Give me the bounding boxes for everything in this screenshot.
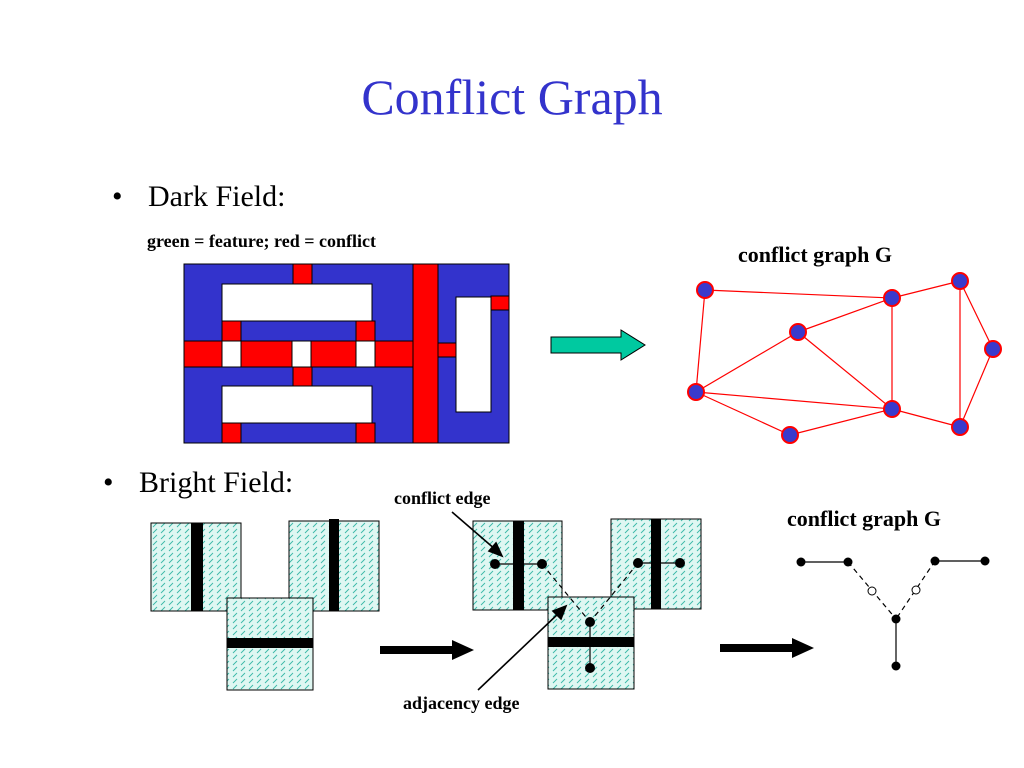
conflict-region bbox=[292, 366, 313, 387]
graph-node bbox=[687, 383, 705, 401]
bullet-bright-field: • Bright Field: bbox=[103, 466, 293, 500]
dark-field-caption: green = feature; red = conflict bbox=[147, 231, 376, 251]
conflict-marker bbox=[911, 585, 921, 595]
bullet-symbol: • bbox=[103, 466, 114, 499]
graph-edge bbox=[797, 297, 893, 333]
bullet-symbol: • bbox=[112, 180, 123, 213]
bright-field-layout-middle bbox=[472, 518, 702, 690]
graph-edge bbox=[695, 331, 799, 393]
arrowhead-icon bbox=[551, 604, 568, 621]
shifter-line bbox=[548, 637, 634, 647]
graph-node bbox=[796, 557, 806, 567]
graph-edge bbox=[704, 289, 893, 299]
dark-field-conflict-graph bbox=[687, 272, 1002, 444]
bright-field-heading: Bright Field: bbox=[139, 466, 294, 499]
graph-node bbox=[675, 558, 685, 568]
conflict-region bbox=[240, 340, 293, 368]
conflict-region bbox=[183, 340, 223, 368]
arrowhead-icon bbox=[487, 541, 504, 558]
conflict-region bbox=[221, 320, 242, 342]
graph-node bbox=[633, 558, 643, 568]
shifter-line bbox=[329, 519, 339, 611]
green-arrow-icon bbox=[550, 329, 646, 361]
dark-field-layout bbox=[183, 263, 510, 444]
layout-gap bbox=[291, 340, 312, 368]
bullet-dark-field: • Dark Field: bbox=[112, 180, 285, 214]
graph-node bbox=[789, 323, 807, 341]
graph-node bbox=[585, 663, 595, 673]
layout-hole bbox=[221, 385, 373, 424]
graph-node bbox=[951, 418, 969, 436]
layout-hole bbox=[221, 283, 373, 322]
conflict-edge bbox=[589, 562, 639, 623]
graph-node bbox=[980, 556, 990, 566]
dark-field-heading: Dark Field: bbox=[148, 180, 286, 213]
conflict-region bbox=[292, 263, 313, 285]
bright-field-conflict-graph bbox=[796, 556, 990, 671]
dark-field-graph-label: conflict graph G bbox=[738, 242, 892, 267]
conflict-region bbox=[412, 263, 439, 444]
graph-node bbox=[951, 272, 969, 290]
conflict-edge bbox=[541, 563, 591, 623]
black-arrow-icon bbox=[720, 638, 814, 658]
layout-gap bbox=[221, 340, 242, 368]
conflict-region bbox=[310, 340, 357, 368]
graph-edge bbox=[959, 280, 994, 350]
graph-node bbox=[883, 400, 901, 418]
graph-edge bbox=[797, 331, 893, 410]
graph-node bbox=[585, 617, 595, 627]
graph-node bbox=[490, 559, 500, 569]
layout-gap bbox=[355, 340, 376, 368]
shifter-line bbox=[191, 523, 203, 611]
graph-edge bbox=[789, 408, 893, 436]
layout-hole bbox=[455, 296, 492, 413]
slide-title: Conflict Graph bbox=[361, 69, 663, 125]
adjacency-edge-label: adjacency edge bbox=[403, 693, 520, 713]
conflict-edge-pointer bbox=[451, 511, 497, 551]
conflict-region bbox=[374, 340, 414, 368]
graph-node bbox=[891, 614, 901, 624]
graph-node bbox=[930, 556, 940, 566]
conflict-marker bbox=[867, 586, 877, 596]
graph-node bbox=[781, 426, 799, 444]
black-arrow-icon bbox=[380, 640, 474, 660]
adjacency-edge-pointer bbox=[477, 611, 561, 691]
conflict-region bbox=[221, 422, 242, 444]
graph-node bbox=[537, 559, 547, 569]
conflict-region bbox=[437, 342, 457, 358]
shifter-line bbox=[513, 521, 524, 610]
graph-node bbox=[696, 281, 714, 299]
conflict-edge-label: conflict edge bbox=[394, 488, 491, 508]
graph-edge bbox=[891, 280, 961, 299]
callout-pointers bbox=[451, 511, 568, 691]
graph-node bbox=[891, 661, 901, 671]
bright-field-layout-left bbox=[150, 519, 380, 691]
conflict-edge bbox=[895, 560, 936, 620]
graph-edge bbox=[891, 408, 961, 428]
graph-edge bbox=[695, 391, 791, 436]
graph-edge bbox=[695, 289, 706, 393]
conflict-region bbox=[355, 422, 376, 444]
conflict-region bbox=[355, 320, 376, 342]
shifter-line bbox=[651, 519, 661, 609]
graph-node bbox=[984, 340, 1002, 358]
graph-edge bbox=[959, 348, 994, 428]
graph-node bbox=[883, 289, 901, 307]
graph-node bbox=[843, 557, 853, 567]
graph-edge bbox=[695, 391, 893, 410]
conflict-region bbox=[490, 295, 510, 311]
bright-field-graph-label: conflict graph G bbox=[787, 506, 941, 531]
shifter-line bbox=[227, 638, 313, 648]
